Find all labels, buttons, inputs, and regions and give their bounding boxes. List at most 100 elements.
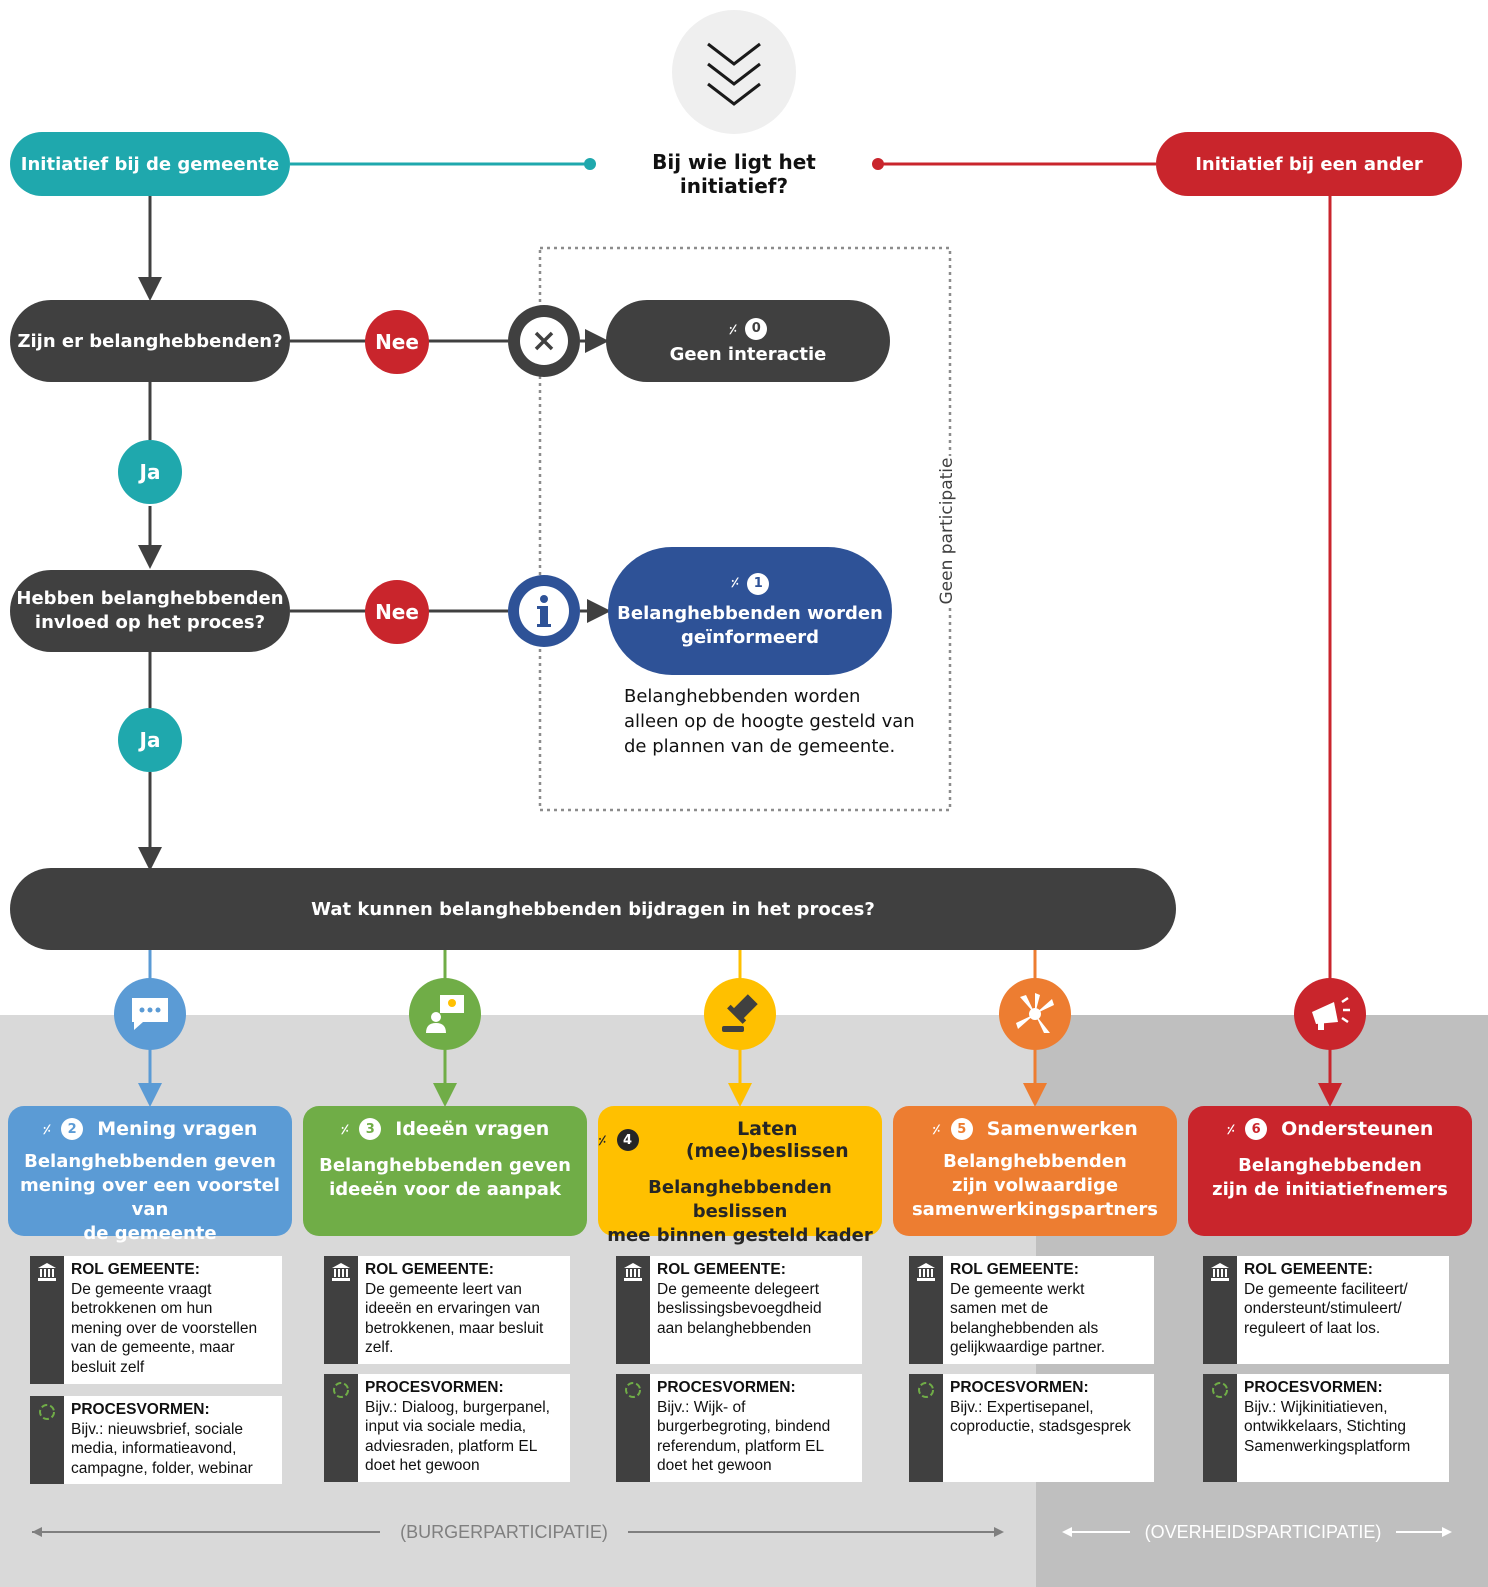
level-2-proc-line: campagne, folder, webinar [71,1459,253,1477]
level-5-proc-line: Bijv.: Expertisepanel, [950,1398,1094,1416]
level-5-rol-title: ROL GEMEENTE: [950,1261,1079,1278]
level-0-number: 0 [745,317,768,340]
level-0-label: Geen interactie [669,343,827,365]
level-3-desc-line1: Belanghebbenden geven [319,1155,571,1176]
level-3-rol-line: betrokkenen, maar besluit [365,1319,544,1337]
government-building-icon [332,1263,350,1281]
level-6-proc-line: Bijv.: Wijkinitiatieven, [1244,1398,1388,1416]
level-3-proc-box: PROCESVORMEN: Bijv.: Dialoog, burgerpane… [324,1374,570,1482]
level-6-rol-title: ROL GEMEENTE: [1244,1261,1373,1278]
level-6-proc-title: PROCESVORMEN: [1244,1379,1383,1396]
level-5-rol-line: gelijkwaardige partner. [950,1339,1106,1356]
level-4-rol-line: De gemeente delegeert [657,1280,820,1298]
level-5-rol-box: ROL GEMEENTE: De gemeente werkt samen met… [909,1256,1154,1364]
info-icon [508,575,580,647]
level-5-title: Samenwerken [986,1118,1138,1140]
level-4-rol-line: aan belanghebbenden [657,1319,812,1337]
level-6-proc-line: ontwikkelaars, Stichting [1244,1418,1406,1435]
government-building-icon [624,1263,642,1281]
level-6-desc-line1: Belanghebbenden [1238,1155,1422,1176]
level-6-rol-line: De gemeente faciliteert/ [1244,1280,1408,1298]
level-4-proc-line: burgerbegroting, bindend [657,1418,831,1435]
level-3-rol-line: zelf. [365,1339,394,1356]
level-5-proc-line: coproductie, stadsgesprek [950,1418,1131,1435]
close-icon [508,305,580,377]
contribution-question-label: Wat kunnen belanghebbenden bijdragen in … [311,898,875,920]
yes-badge: Ja [118,440,182,504]
level-5-desc-line2: zijn volwaardige [951,1175,1119,1196]
level-2-rol-line: betrokkenen om hun [71,1300,213,1317]
level-4-number: 4 [616,1129,639,1151]
level-1-label-line2: geïnformeerd [680,627,820,648]
level-2-title: Mening vragen [97,1118,258,1140]
cycle-icon [333,1382,349,1398]
stairs-icon: ⸓ [598,1134,607,1149]
level-1-number: 1 [747,573,770,595]
level-2-desc-line3: de gemeente [83,1223,217,1244]
level-5-proc-box: PROCESVORMEN: Bijv.: Expertisepanel, copr… [909,1374,1154,1482]
stairs-icon: ⸓ [340,1123,350,1138]
level-5-number: 5 [950,1118,973,1140]
question-influence-line1: Hebben belanghebbenden [16,588,284,609]
stairs-icon: ⸓ [932,1123,941,1138]
level-6-number: 6 [1245,1118,1268,1140]
level-0-geen-interactie: ⸓0 Geen interactie [606,300,890,382]
chevrons-down-icon [672,10,796,134]
level-3-number: 3 [359,1118,382,1140]
level-4-proc-line: referendum, platform EL [657,1437,825,1455]
level-2-proc-line: Bijv.: nieuwsbrief, sociale [71,1420,244,1438]
level-2-number: 2 [61,1118,84,1140]
yes-label: Ja [139,460,161,484]
level-4-proc-line: doet het gewoon [657,1457,772,1474]
level-3-rol-line: De gemeente leert van [365,1280,522,1298]
start-initiative-other: Initiatief bij een ander [1156,132,1462,196]
level-4-rol-line: beslissingsbevoegdheid [657,1300,822,1317]
level-4-desc-line2: mee binnen gesteld kader [607,1225,873,1246]
contribution-question-bar: Wat kunnen belanghebbenden bijdragen in … [10,868,1176,950]
level-6-title: Ondersteunen [1281,1118,1434,1140]
level-5-card: ⸓ 5 Samenwerken Belanghebbenden zijn volwaa… [893,1106,1177,1236]
start-initiative-municipality: Initiatief bij de gemeente [10,132,290,196]
cycle-icon [39,1404,55,1420]
overheidsparticipatie-label: (OVERHEIDSPARTICIPATIE) [1144,1522,1382,1542]
level-6-desc-line2: zijn de initiatiefnemers [1212,1179,1448,1200]
geen-participatie-label: Geen participatie [937,456,959,606]
level-5-rol-line: belanghebbenden als [950,1319,1099,1337]
cycle-icon [1212,1382,1228,1398]
level-3-title: Ideeën vragen [395,1118,550,1140]
stairs-icon: ⸓ [1226,1123,1236,1138]
stairs-icon: ⸓ [42,1123,52,1138]
level-5-desc-line3: samenwerkingspartners [911,1199,1159,1220]
level-2-proc-box: PROCESVORMEN: Bijv.: nieuwsbrief, social… [30,1396,282,1484]
level-2-rol-line: van de gemeente, maar [71,1339,235,1356]
level-5-proc-title: PROCESVORMEN: [950,1379,1089,1396]
level-6-rol-line: ondersteunt/stimuleert/ [1244,1300,1402,1317]
yes-badge: Ja [118,708,182,772]
no-badge: Nee [365,580,429,644]
level-5-rol-line: samen met de [950,1300,1049,1317]
level-2-rol-line: mening over de voorstellen [71,1319,258,1337]
no-badge: Nee [365,310,429,374]
gavel-icon [704,978,776,1050]
level-2-desc-line2: mening over een voorstel van [20,1175,280,1220]
level-1-note-line2: alleen op de hoogte gesteld van [624,711,915,732]
level-5-rol-line: De gemeente werkt [950,1280,1085,1298]
cycle-icon [918,1382,934,1398]
level-1-note: Belanghebbenden worden alleen op de hoog… [624,684,924,759]
level-1-note-line1: Belanghebbenden worden [624,686,861,707]
no-label: Nee [375,330,419,354]
level-3-proc-line: adviesraden, platform EL [365,1437,538,1455]
level-3-rol-line: ideeën en ervaringen van [365,1300,540,1317]
burgerparticipatie-label: (BURGERPARTICIPATIE) [400,1522,608,1542]
level-4-desc-line1: Belanghebbenden beslissen [648,1177,832,1222]
level-6-proc-line: Samenwerkingsplatform [1244,1437,1411,1455]
level-1-label-line1: Belanghebbenden worden [617,603,883,624]
level-5-desc-line1: Belanghebbenden [943,1151,1127,1172]
level-1-note-line3: de plannen van de gemeente. [624,736,896,757]
